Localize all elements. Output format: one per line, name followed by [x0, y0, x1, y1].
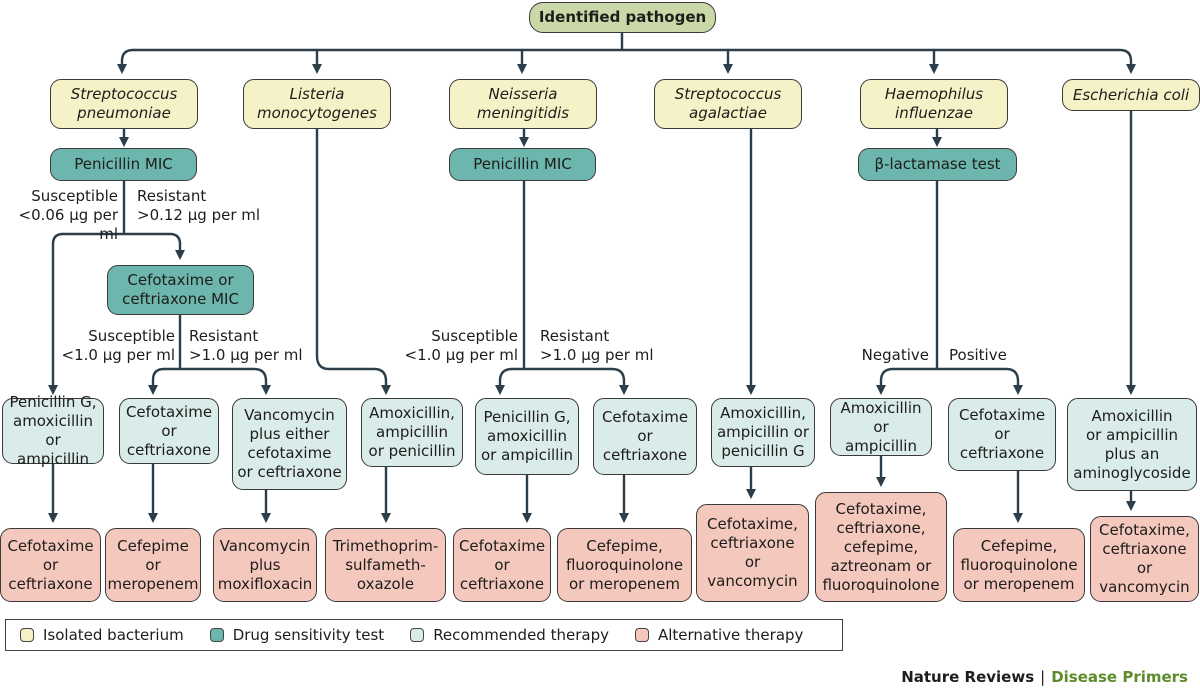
test-penicillin-mic-pneumoniae: Penicillin MIC — [50, 148, 197, 181]
alternative-therapy-6: Cefepime, fluoroquinolone or meropenem — [557, 528, 692, 602]
legend-label-alternative: Alternative therapy — [657, 626, 804, 644]
legend-swatch-alternative — [634, 628, 649, 642]
legend-swatch-recommended — [410, 628, 425, 642]
journal-separator: | — [1040, 668, 1046, 686]
pathogen-escherichia-coli: Escherichia coli — [1062, 79, 1200, 111]
legend-item-recommended: Recommended therapy — [410, 626, 609, 644]
branch-label-pneumoniae-susceptible: Susceptible <0.06 µg per ml — [18, 187, 119, 243]
branch-label-haemophilus-positive: Positive — [949, 346, 1007, 364]
legend-item-isolated: Isolated bacterium — [20, 626, 184, 644]
legend-swatch-sensitivity — [209, 628, 224, 642]
recommended-therapy-1: Penicillin G, amoxicillin or ampicillin — [2, 393, 104, 468]
alternative-therapy-4: Trimethoprim- sulfameth- oxazole — [325, 528, 446, 602]
alternative-therapy-7: Cefotaxime, ceftriaxone or vancomycin — [696, 504, 809, 602]
root-identified-pathogen: Identified pathogen — [529, 2, 716, 33]
recommended-therapy-3: Vancomycin plus either cefotaxime or cef… — [232, 398, 347, 490]
alternative-therapy-3: Vancomycin plus moxifloxacin — [213, 528, 317, 602]
legend-label-sensitivity: Drug sensitivity test — [232, 626, 385, 644]
legend-label-recommended: Recommended therapy — [433, 626, 609, 644]
alternative-therapy-5: Cefotaxime or ceftriaxone — [453, 528, 551, 602]
branch-label-cefotaxime-susceptible: Susceptible <1.0 µg per ml — [61, 327, 176, 364]
test-penicillin-mic-neisseria: Penicillin MIC — [449, 148, 596, 181]
alternative-therapy-1: Cefotaxime or ceftriaxone — [0, 528, 101, 602]
recommended-therapy-5: Penicillin G, amoxicillin or ampicillin — [475, 398, 579, 475]
recommended-therapy-8: Amoxicillin or ampicillin — [830, 398, 932, 456]
pathogen-neisseria-meningitidis: Neisseria meningitidis — [449, 79, 597, 129]
recommended-therapy-6: Cefotaxime or ceftriaxone — [593, 398, 697, 475]
recommended-therapy-7: Amoxicillin, ampicillin or penicillin G — [711, 398, 815, 467]
legend: Isolated bacterium Drug sensitivity test… — [5, 619, 843, 651]
legend-label-isolated: Isolated bacterium — [43, 626, 184, 644]
legend-item-alternative: Alternative therapy — [634, 626, 804, 644]
alternative-therapy-9: Cefepime, fluoroquinolone or meropenem — [953, 528, 1085, 602]
pathogen-haemophilus-influenzae: Haemophilus influenzae — [860, 79, 1008, 129]
alternative-therapy-8: Cefotaxime, ceftriaxone, cefepime, aztre… — [815, 492, 947, 602]
journal-name: Nature Reviews — [901, 668, 1035, 686]
test-beta-lactamase: β-lactamase test — [858, 148, 1017, 181]
test-cefotaxime-ceftriaxone-mic: Cefotaxime or ceftriaxone MIC — [107, 265, 254, 315]
pathogen-streptococcus-agalactiae: Streptococcus agalactiae — [654, 79, 802, 129]
recommended-therapy-9: Cefotaxime or ceftriaxone — [948, 398, 1056, 471]
pathogen-listeria-monocytogenes: Listeria monocytogenes — [243, 79, 391, 129]
journal-credit: Nature Reviews | Disease Primers — [901, 668, 1188, 686]
branch-label-pneumoniae-resistant: Resistant >0.12 µg per ml — [137, 187, 261, 224]
recommended-therapy-10: Amoxicillin or ampicillin plus an aminog… — [1067, 398, 1197, 491]
alternative-therapy-10: Cefotaxime, ceftriaxone or vancomycin — [1090, 516, 1199, 602]
recommended-therapy-2: Cefotaxime or ceftriaxone — [119, 398, 219, 464]
branch-label-haemophilus-negative: Negative — [861, 346, 929, 364]
alternative-therapy-2: Cefepime or meropenem — [105, 528, 201, 602]
recommended-therapy-4: Amoxicillin, ampicillin or penicillin — [361, 398, 463, 467]
legend-item-sensitivity: Drug sensitivity test — [209, 626, 385, 644]
branch-label-neisseria-resistant: Resistant >1.0 µg per ml — [540, 327, 654, 364]
journal-section: Disease Primers — [1051, 668, 1188, 686]
legend-swatch-isolated — [20, 628, 34, 642]
branch-label-neisseria-susceptible: Susceptible <1.0 µg per ml — [404, 327, 519, 364]
branch-label-cefotaxime-resistant: Resistant >1.0 µg per ml — [189, 327, 303, 364]
pathogen-streptococcus-pneumoniae: Streptococcus pneumoniae — [50, 79, 198, 129]
